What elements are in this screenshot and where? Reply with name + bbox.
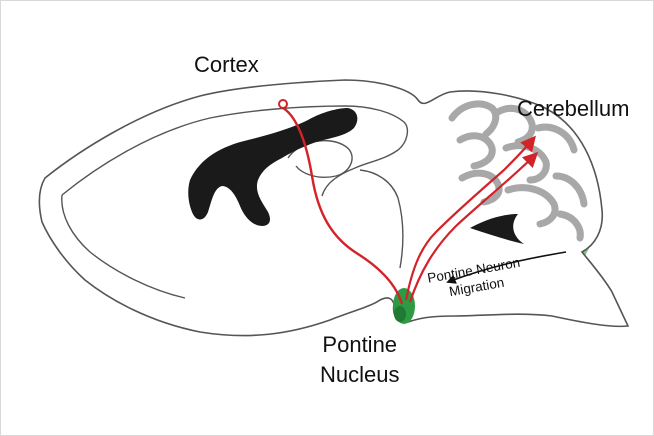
label-cerebellum: Cerebellum [517,96,630,122]
label-pontine-line-2: Nucleus [320,360,399,390]
pontine-nucleus-core [394,306,406,322]
label-cortex: Cortex [194,52,259,78]
label-pontine-nucleus: Pontine Nucleus [320,330,399,390]
label-pontine-line-1: Pontine [320,330,399,360]
cortical-neuron [279,100,287,108]
